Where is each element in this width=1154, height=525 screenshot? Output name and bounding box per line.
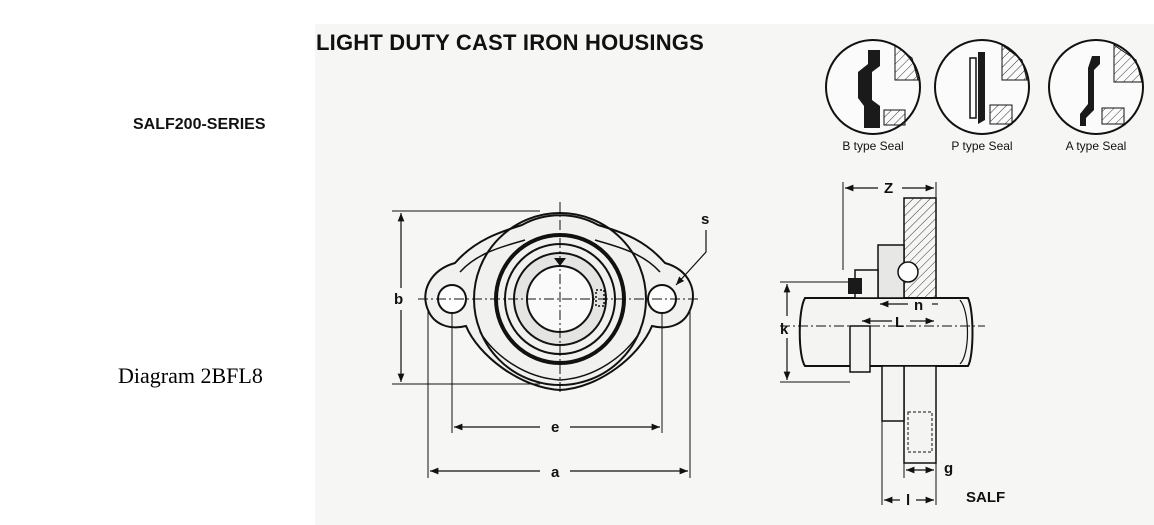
a-type-seal-detail [1048,39,1144,135]
dimension-n-label: n [914,297,923,314]
b-type-seal-detail [825,39,921,135]
model-label: SALF [966,489,1005,506]
b-type-seal-label: B type Seal [842,139,904,153]
side-section-view [780,182,985,505]
diagram-id-label: Diagram 2BFL8 [118,363,263,388]
dimension-b-label: b [394,291,403,308]
dimension-k-label: k [780,321,789,338]
dimension-a-label: a [551,464,560,481]
dimension-l-lower-label: l [906,492,910,509]
front-view [392,202,707,478]
dimension-l-upper-label: L [895,314,904,331]
a-type-seal-label: A type Seal [1065,139,1127,153]
p-type-seal-label: P type Seal [951,139,1013,153]
dimension-g-label: g [944,460,953,477]
dimension-z-label: Z [884,180,893,197]
dimension-e-label: e [551,419,559,436]
series-label: SALF200-SERIES [133,116,266,133]
page-title: LIGHT DUTY CAST IRON HOUSINGS [316,30,704,55]
p-type-seal-detail [934,39,1030,135]
dimension-s-label: s [701,211,709,228]
